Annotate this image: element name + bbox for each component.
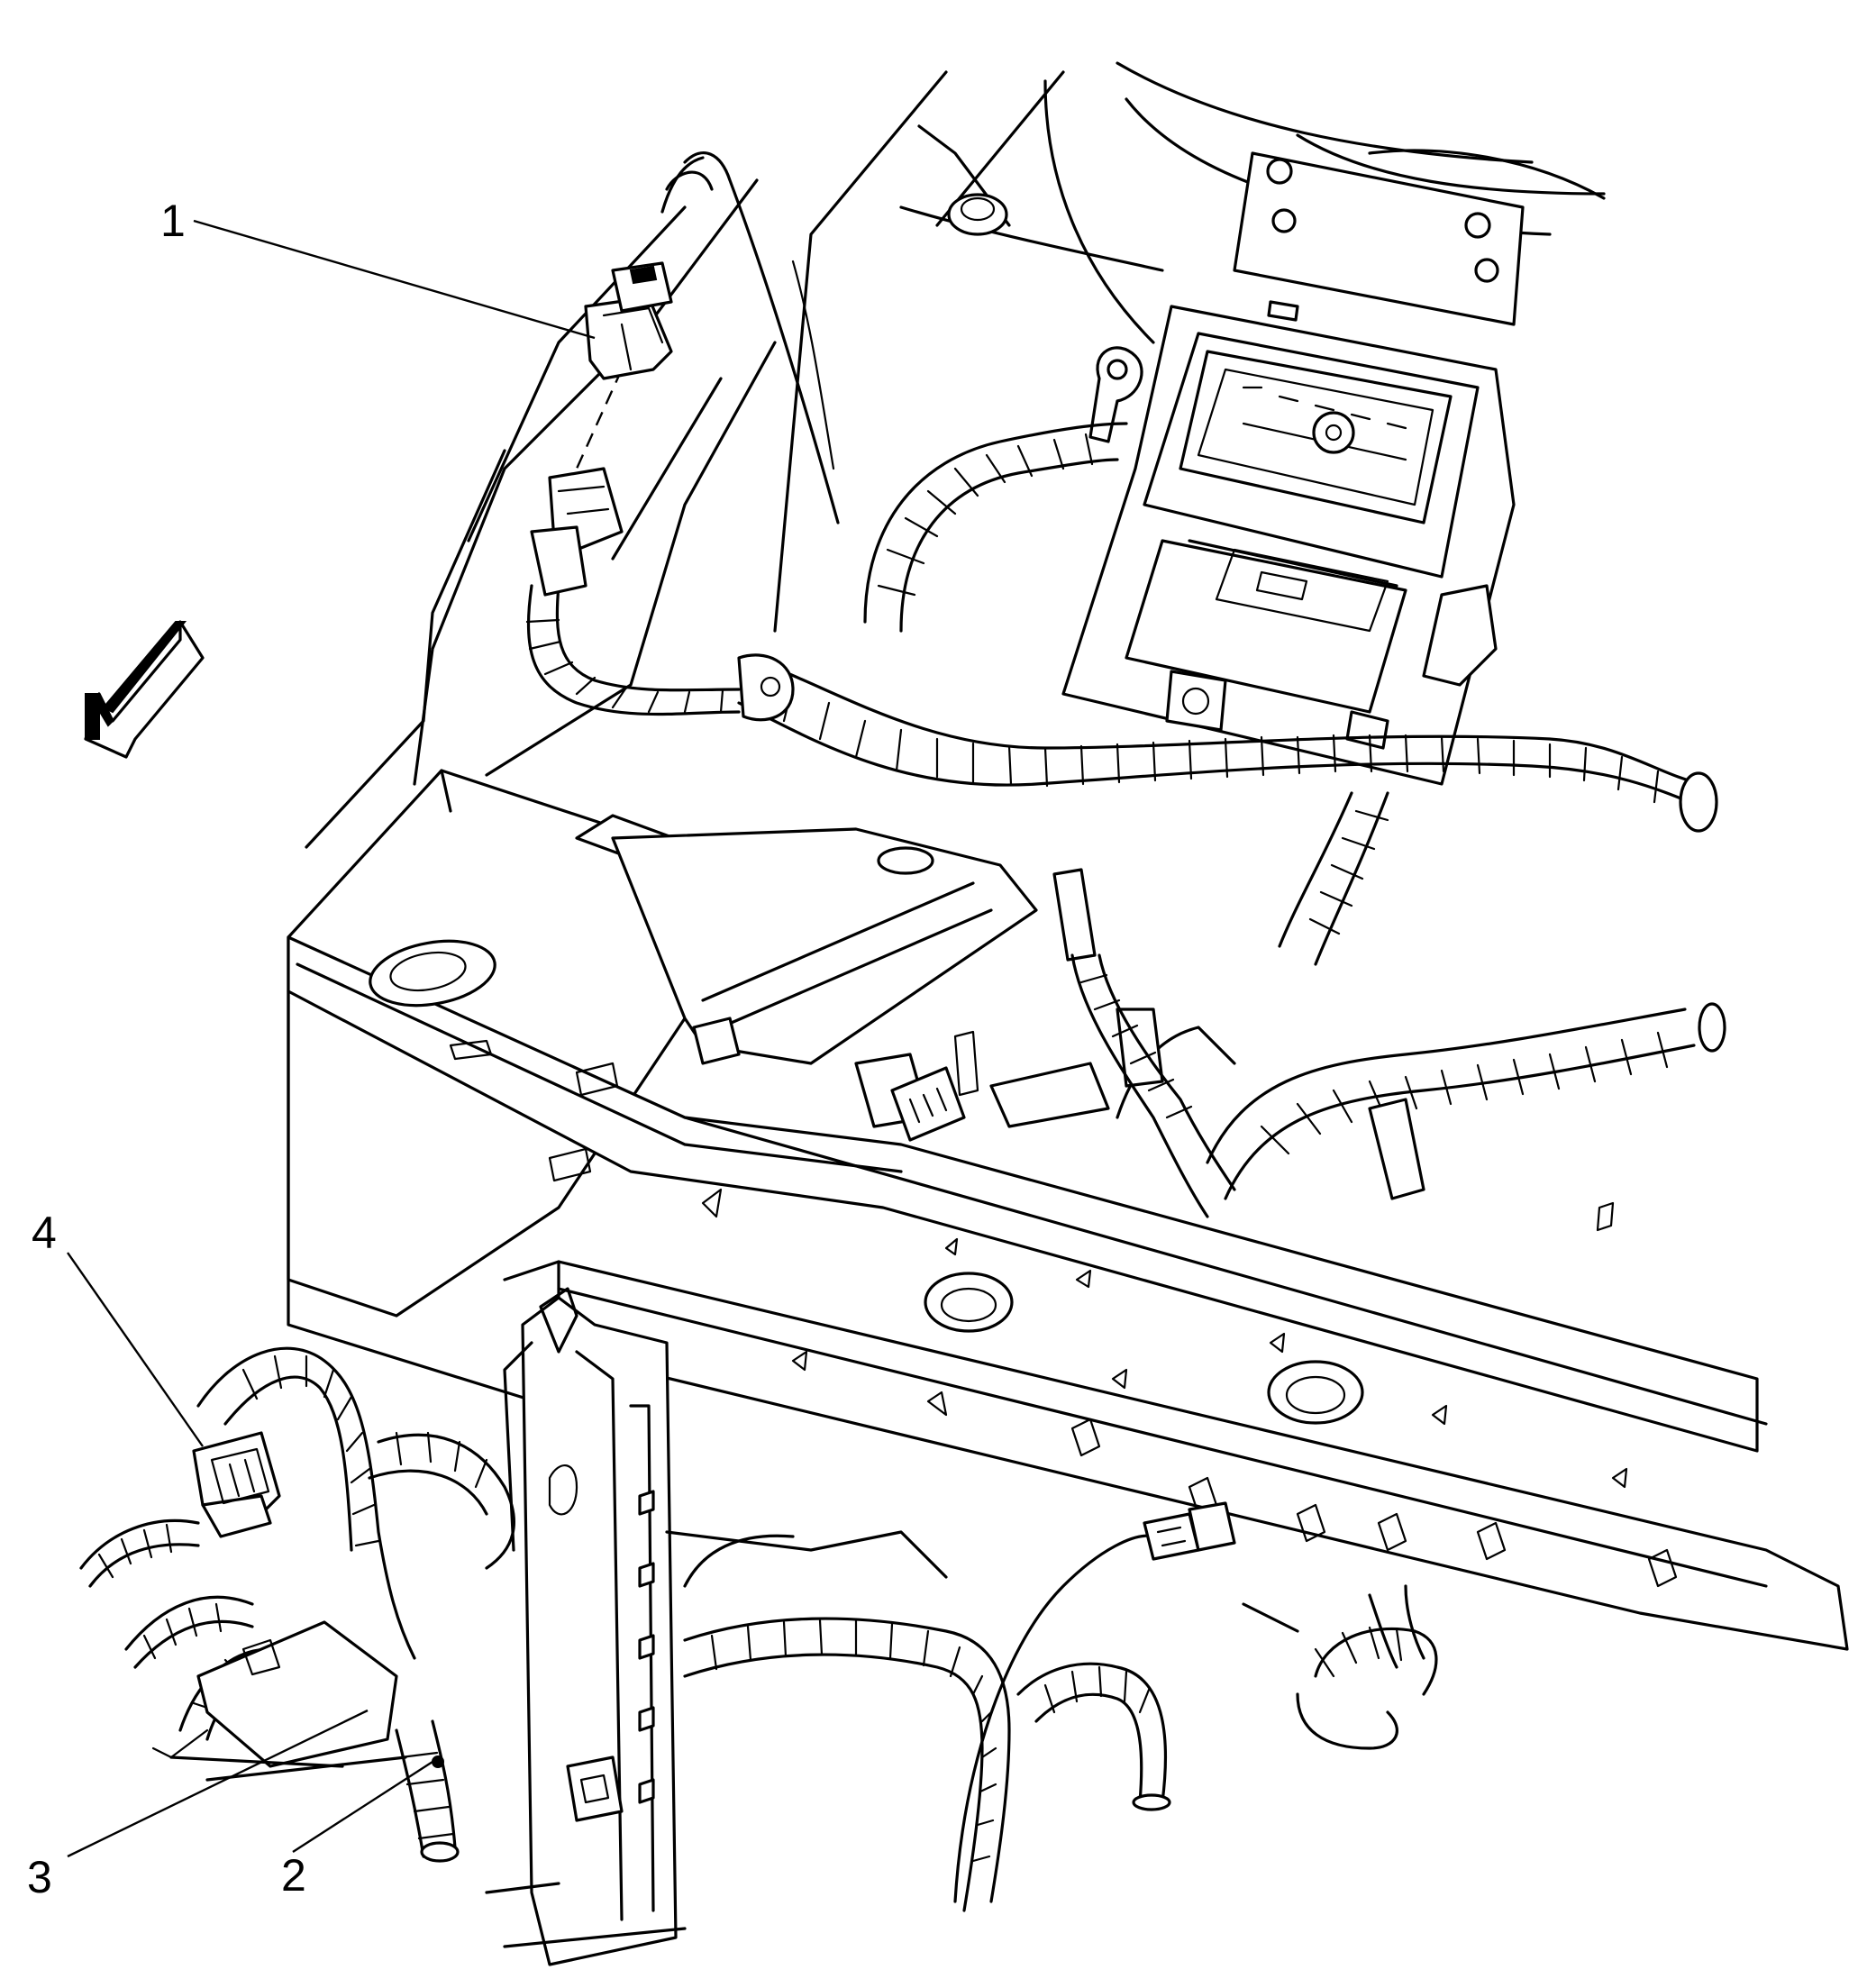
- connector-1: [584, 261, 673, 380]
- lower-left-harness: [79, 1346, 515, 1863]
- callout-3: 3: [27, 1852, 52, 1902]
- tray-assembly: [611, 827, 1236, 1218]
- harness-connector-lower: [530, 467, 624, 597]
- connector-4: [192, 1431, 281, 1538]
- leader-line-2: [292, 1760, 433, 1854]
- leader-line-3: [67, 1709, 369, 1858]
- callout-2: 2: [281, 1850, 306, 1901]
- leader-line-1: [193, 219, 596, 340]
- bottom-harness: [683, 1501, 1438, 1912]
- left-harness: [525, 151, 840, 722]
- frame-hole-icon: [1267, 1360, 1364, 1425]
- callout-leaders: [67, 219, 596, 1858]
- forward-direction-arrow-icon: [84, 620, 205, 759]
- frame-rail: [485, 1287, 948, 1966]
- callout-4: 4: [32, 1208, 57, 1258]
- frame-hole-icon: [924, 1272, 1014, 1333]
- access-hole-icon: [369, 939, 496, 1008]
- callouts: 1 2 3 4: [27, 196, 306, 1902]
- mount-bolt-icon: [947, 193, 1008, 236]
- leader-line-4: [67, 1252, 204, 1447]
- module-assembly: [1061, 151, 1525, 786]
- callout-1: 1: [160, 196, 186, 246]
- upper-harness: [737, 422, 1726, 1200]
